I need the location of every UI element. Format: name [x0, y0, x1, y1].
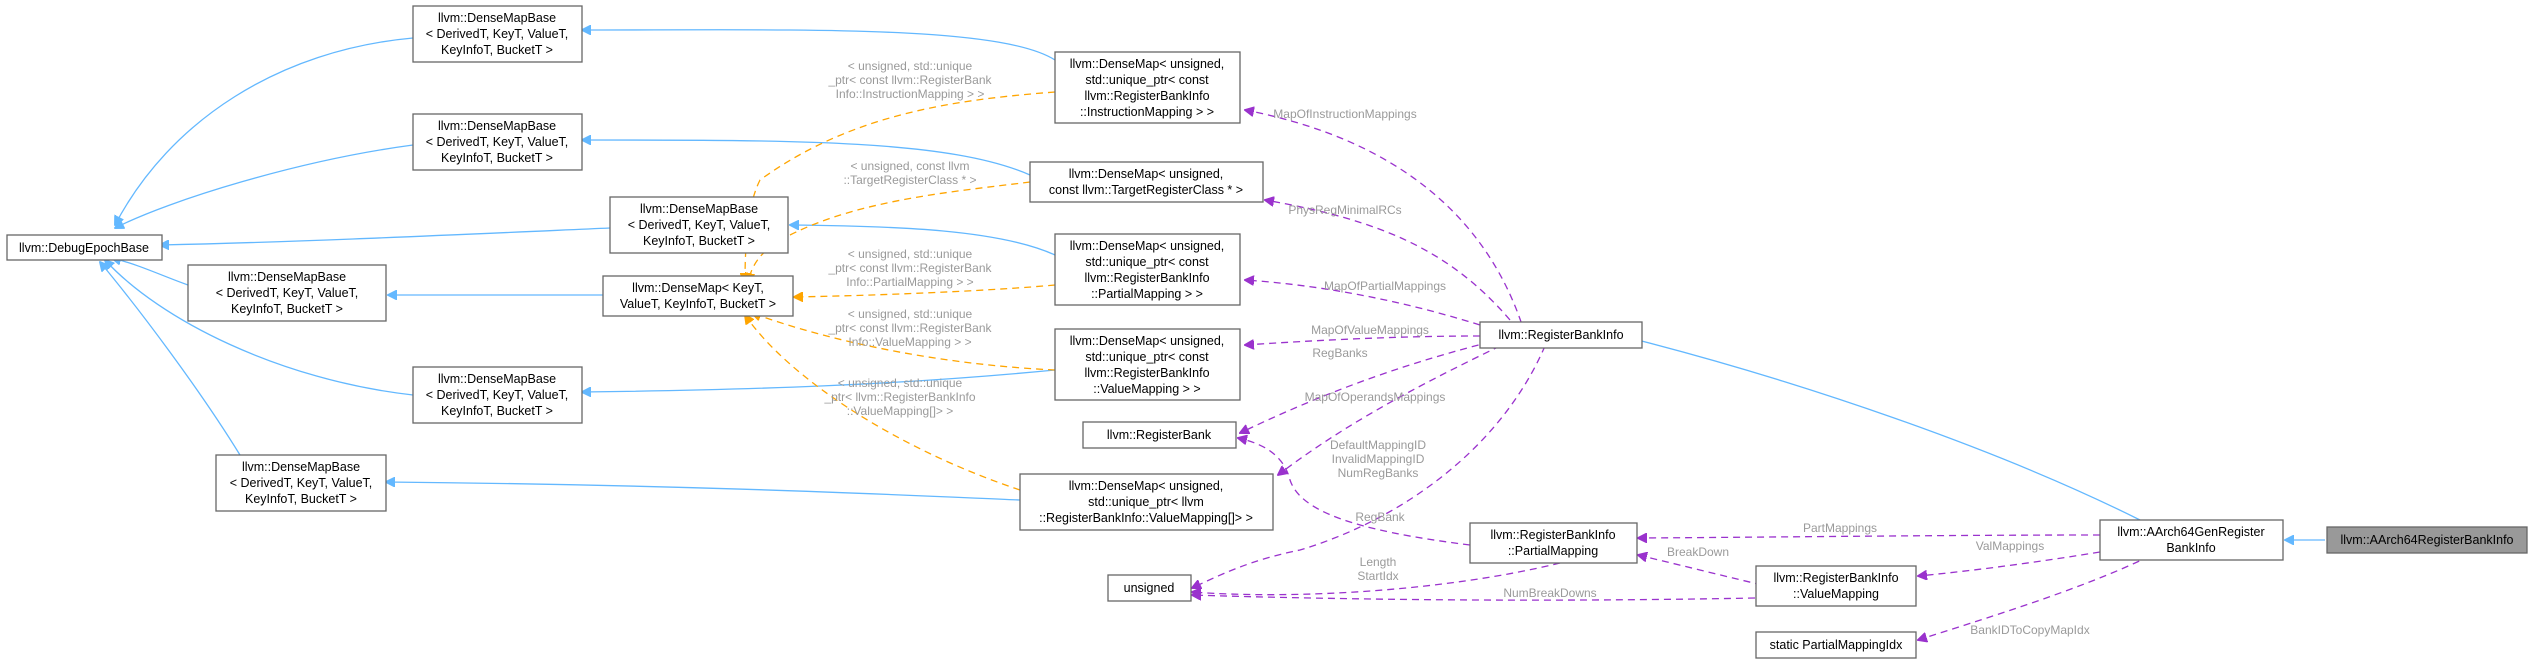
- edge-use-length-start-idx: [1192, 562, 1561, 595]
- svg-text:static PartialMappingIdx: static PartialMappingIdx: [1770, 638, 1903, 652]
- node-dense-map-partial-mapping[interactable]: llvm::DenseMap< unsigned,std::unique_ptr…: [1054, 233, 1241, 306]
- edge-dmb3-to-epoch: [160, 227, 611, 245]
- edge-tpl-operands: [745, 315, 1021, 491]
- edge-dmregclass-to-dmb2: [582, 140, 1031, 176]
- node-dense-map-base-5[interactable]: llvm::DenseMapBase< DerivedT, KeyT, Valu…: [412, 366, 583, 424]
- label-break-down: BreakDown: [1667, 545, 1729, 559]
- label-reg-bank: RegBank: [1355, 510, 1405, 524]
- edge-dmb4-to-epoch: [112, 258, 189, 286]
- edge-tpl-regclass: [748, 181, 1031, 282]
- edge-tpl-partial: [794, 284, 1056, 297]
- label-tpl-regclass: < unsigned, const llvm::TargetRegisterCl…: [843, 159, 976, 187]
- edge-use-map-of-partial-mappings: [1245, 280, 1481, 326]
- label-bank-id-to-copy-map-idx: BankIDToCopyMapIdx: [1970, 623, 2089, 637]
- label-part-mappings: PartMappings: [1803, 521, 1877, 535]
- label-tpl-operands: < unsigned, std::unique_ptr< llvm::Regis…: [823, 376, 975, 418]
- svg-text:llvm::RegisterBankInfo::ValueM: llvm::RegisterBankInfo::ValueMapping: [1773, 571, 1898, 601]
- label-tpl-instruction: < unsigned, std::unique_ptr< const llvm:…: [827, 59, 992, 101]
- edge-dmb2-to-epoch: [115, 144, 414, 228]
- node-dense-map-value-mapping[interactable]: llvm::DenseMap< unsigned,std::unique_ptr…: [1054, 328, 1241, 401]
- edge-use-map-of-value-mappings: [1245, 335, 1481, 345]
- svg-text:unsigned: unsigned: [1124, 581, 1175, 595]
- edge-tpl-value: [752, 313, 1056, 371]
- node-partial-mapping[interactable]: llvm::RegisterBankInfo::PartialMapping: [1469, 522, 1638, 564]
- label-map-of-instruction-mappings: MapOfInstructionMappings: [1273, 107, 1416, 121]
- edge-use-map-of-instruction-mappings: [1245, 110, 1526, 335]
- label-tpl-value: < unsigned, std::unique_ptr< const llvm:…: [827, 307, 992, 349]
- node-static-partial-mapping-idx[interactable]: static PartialMappingIdx: [1755, 631, 1917, 659]
- edge-dmpartial-to-dmb3: [790, 225, 1056, 256]
- edge-use-map-of-operands-mappings: [1278, 345, 1501, 475]
- edge-use-part-mappings: [1638, 535, 2101, 538]
- edge-dmvalue-to-dmb5: [582, 369, 1056, 392]
- svg-text:llvm::DenseMapBase< DerivedT,: llvm::DenseMapBase< DerivedT, KeyT, Valu…: [230, 460, 373, 506]
- node-register-bank[interactable]: llvm::RegisterBank: [1082, 421, 1237, 449]
- svg-text:llvm::DenseMapBase< DerivedT,: llvm::DenseMapBase< DerivedT, KeyT, Valu…: [426, 372, 569, 418]
- edge-use-bank-id-to-copy-map-idx: [1918, 555, 2151, 640]
- node-unsigned[interactable]: unsigned: [1107, 574, 1192, 602]
- edge-use-unsigned-members: [1192, 345, 1546, 588]
- edge-aarch64gen-to-rbi: [1610, 333, 2141, 521]
- node-dense-map-base-6[interactable]: llvm::DenseMapBase< DerivedT, KeyT, Valu…: [215, 454, 387, 512]
- label-tpl-partial: < unsigned, std::unique_ptr< const llvm:…: [827, 247, 992, 289]
- svg-text:llvm::RegisterBank: llvm::RegisterBank: [1107, 428, 1212, 442]
- edge-use-num-break-downs: [1192, 595, 1756, 601]
- edge-use-val-mappings: [1918, 551, 2101, 576]
- svg-text:llvm::DenseMap< unsigned,std::: llvm::DenseMap< unsigned,std::unique_ptr…: [1070, 57, 1225, 119]
- svg-text:llvm::DebugEpochBase: llvm::DebugEpochBase: [19, 241, 149, 255]
- svg-text:llvm::AArch64RegisterBankInfo: llvm::AArch64RegisterBankInfo: [2341, 533, 2514, 547]
- label-map-of-value-mappings: MapOfValueMappings: [1311, 323, 1429, 337]
- svg-text:llvm::DenseMap< unsigned,const: llvm::DenseMap< unsigned,const llvm::Tar…: [1049, 167, 1243, 197]
- edge-use-break-down: [1638, 555, 1763, 586]
- edge-dminstr-to-dmb1: [582, 30, 1056, 61]
- svg-text:llvm::DenseMapBase< DerivedT,: llvm::DenseMapBase< DerivedT, KeyT, Valu…: [426, 11, 569, 57]
- svg-text:llvm::DenseMap< KeyT,ValueT, K: llvm::DenseMap< KeyT,ValueT, KeyInfoT, B…: [620, 281, 776, 311]
- label-map-of-partial-mappings: MapOfPartialMappings: [1324, 279, 1446, 293]
- label-map-of-operands-mappings: MapOfOperandsMappings: [1305, 390, 1446, 404]
- edge-dmb6-to-epoch: [100, 262, 241, 456]
- node-dense-map-base-3[interactable]: llvm::DenseMapBase< DerivedT, KeyT, Valu…: [609, 196, 789, 254]
- edge-use-reg-banks: [1240, 341, 1491, 433]
- svg-text:llvm::DenseMapBase< DerivedT,: llvm::DenseMapBase< DerivedT, KeyT, Valu…: [216, 270, 359, 316]
- node-dense-map-base-4[interactable]: llvm::DenseMapBase< DerivedT, KeyT, Valu…: [187, 264, 387, 322]
- label-reg-banks: RegBanks: [1312, 346, 1367, 360]
- edge-dmb1-to-epoch: [115, 37, 414, 225]
- svg-text:llvm::DenseMap< unsigned,std::: llvm::DenseMap< unsigned,std::unique_ptr…: [1039, 479, 1253, 525]
- edge-use-phys-reg-minimal-rcs: [1265, 200, 1511, 321]
- node-value-mapping[interactable]: llvm::RegisterBankInfo::ValueMapping: [1755, 565, 1917, 607]
- label-num-break-downs: NumBreakDowns: [1503, 586, 1596, 600]
- edge-dmb5-to-epoch: [105, 260, 414, 396]
- node-dense-map-template[interactable]: llvm::DenseMap< KeyT,ValueT, KeyInfoT, B…: [602, 275, 794, 317]
- svg-text:llvm::RegisterBankInfo: llvm::RegisterBankInfo: [1498, 328, 1623, 342]
- svg-text:llvm::DenseMapBase< DerivedT,: llvm::DenseMapBase< DerivedT, KeyT, Valu…: [628, 202, 771, 248]
- node-dense-map-target-register-class[interactable]: llvm::DenseMap< unsigned,const llvm::Tar…: [1029, 161, 1264, 203]
- svg-text:llvm::RegisterBankInfo::Partia: llvm::RegisterBankInfo::PartialMapping: [1490, 528, 1615, 558]
- svg-text:llvm::DenseMapBase< DerivedT,: llvm::DenseMapBase< DerivedT, KeyT, Valu…: [426, 119, 569, 165]
- edge-dmoperands-to-dmb6: [386, 482, 1021, 501]
- svg-text:llvm::DenseMap< unsigned,std::: llvm::DenseMap< unsigned,std::unique_ptr…: [1070, 239, 1225, 301]
- node-debug-epoch-base[interactable]: llvm::DebugEpochBase: [6, 234, 163, 261]
- node-dense-map-base-2[interactable]: llvm::DenseMapBase< DerivedT, KeyT, Valu…: [412, 113, 583, 171]
- node-dense-map-base-1[interactable]: llvm::DenseMapBase< DerivedT, KeyT, Valu…: [412, 5, 583, 63]
- node-dense-map-operands-mapping[interactable]: llvm::DenseMap< unsigned,std::unique_ptr…: [1019, 473, 1274, 531]
- node-aarch64-register-bank-info[interactable]: llvm::AArch64RegisterBankInfo: [2326, 526, 2528, 554]
- label-val-mappings: ValMappings: [1976, 539, 2044, 553]
- edge-use-reg-bank: [1238, 438, 1471, 546]
- node-register-bank-info[interactable]: llvm::RegisterBankInfo: [1479, 321, 1643, 349]
- svg-text:llvm::DenseMap< unsigned,std::: llvm::DenseMap< unsigned,std::unique_ptr…: [1070, 334, 1225, 396]
- label-phys-reg-minimal-rcs: PhysRegMinimalRCs: [1288, 203, 1401, 217]
- node-dense-map-instruction-mapping[interactable]: llvm::DenseMap< unsigned,std::unique_ptr…: [1054, 51, 1241, 124]
